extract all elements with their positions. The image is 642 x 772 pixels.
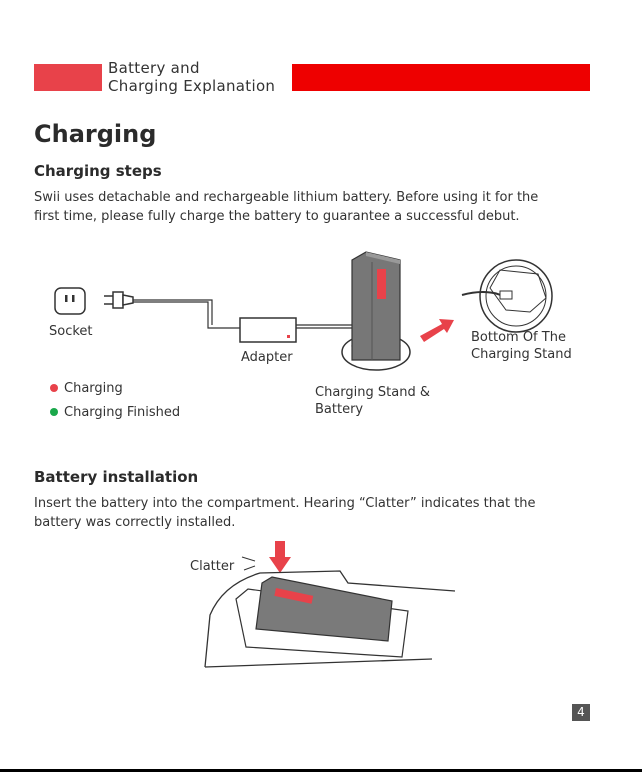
charging-steps-heading: Charging steps xyxy=(34,162,162,180)
arrow-right-icon xyxy=(420,319,454,342)
bottom-rule xyxy=(0,769,642,772)
red-dot-icon xyxy=(50,384,58,392)
charging-steps-line2: first time, please fully charge the batt… xyxy=(34,209,520,224)
arrow-down-icon xyxy=(269,541,291,573)
stand-label-line2: Battery xyxy=(315,402,364,417)
battery-installation-diagram xyxy=(204,541,456,668)
legend-finished: Charging Finished xyxy=(50,404,180,421)
battery-installation-line1: Insert the battery into the compartment.… xyxy=(34,496,536,511)
battery-icon xyxy=(351,251,401,361)
charging-diagram xyxy=(54,251,553,371)
section-title: Battery and Charging Explanation xyxy=(108,59,275,95)
plug-icon xyxy=(104,291,134,309)
stand-bottom-label: Bottom Of The Charging Stand xyxy=(471,329,572,363)
legend-charging-label: Charging xyxy=(64,381,123,396)
charging-steps-paragraph: Swii uses detachable and rechargeable li… xyxy=(34,188,594,226)
inserted-battery-icon xyxy=(255,576,393,642)
section-title-line2: Charging Explanation xyxy=(108,77,276,95)
battery-installation-paragraph: Insert the battery into the compartment.… xyxy=(34,494,594,532)
stand-label-line1: Charging Stand & xyxy=(315,385,430,400)
stand-bottom-line1: Bottom Of The xyxy=(471,330,566,345)
clatter-label: Clatter xyxy=(190,559,235,574)
adapter-label: Adapter xyxy=(241,350,293,365)
battery-installation-heading: Battery installation xyxy=(34,468,199,486)
header-accent-right xyxy=(292,64,590,91)
adapter-icon xyxy=(239,317,297,343)
socket-icon xyxy=(54,287,86,315)
section-title-line1: Battery and xyxy=(108,59,200,77)
charging-steps-line1: Swii uses detachable and rechargeable li… xyxy=(34,190,539,205)
socket-label: Socket xyxy=(49,324,93,339)
stand-bottom-icon xyxy=(461,259,553,333)
stand-label: Charging Stand & Battery xyxy=(315,384,430,418)
battery-installation-line2: battery was correctly installed. xyxy=(34,515,236,530)
legend-charging: Charging xyxy=(50,380,123,397)
page-number: 4 xyxy=(572,704,590,721)
header-accent-left xyxy=(34,64,102,91)
stand-bottom-line2: Charging Stand xyxy=(471,347,572,362)
green-dot-icon xyxy=(50,408,58,416)
page-title: Charging xyxy=(34,120,157,148)
legend-finished-label: Charging Finished xyxy=(64,405,181,420)
